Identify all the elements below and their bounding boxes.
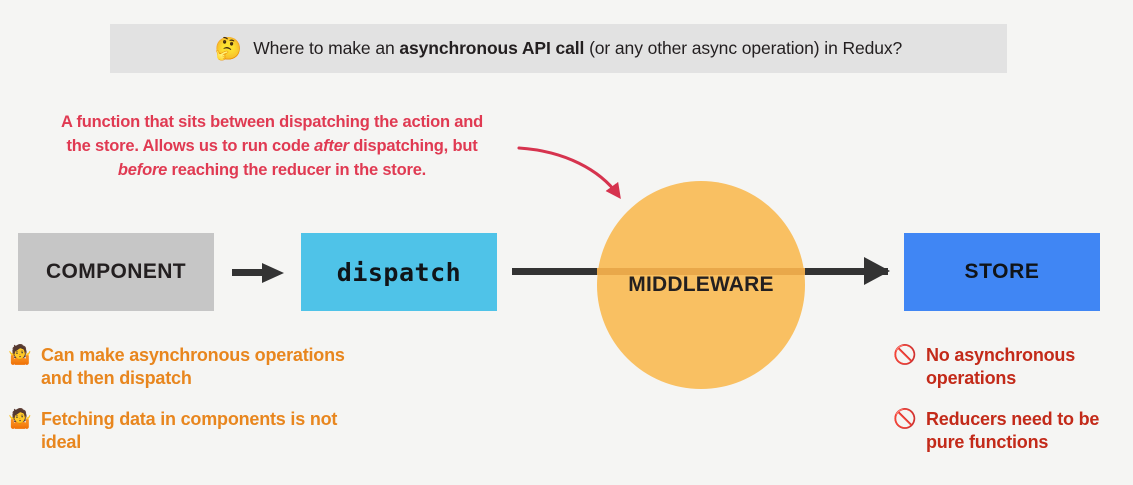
node-store-label: STORE [964,260,1040,283]
question-text-bold: asynchronous API call [399,38,585,58]
list-item: 🚫 No asynchronous operations [893,344,1133,390]
person-shrugging-icon: 🤷 [8,345,32,366]
list-item-label: No asynchronous operations [926,345,1076,388]
node-dispatch[interactable]: dispatch [301,233,497,311]
annotation-line2-b: dispatching, but [348,137,478,156]
list-item: 🤷 Can make asynchronous operations and t… [8,344,368,390]
bullets-left: 🤷 Can make asynchronous operations and t… [8,344,368,471]
bullets-right: 🚫 No asynchronous operations 🚫 Reducers … [893,344,1133,471]
arrow-component-to-dispatch-icon [232,263,284,283]
arrow-shaft [232,269,264,276]
flow-line-arrowhead-icon [864,257,890,285]
node-dispatch-label: dispatch [336,257,462,287]
node-component[interactable]: COMPONENT [18,233,214,311]
list-item: 🤷 Fetching data in components is not ide… [8,408,368,454]
thinking-face-icon: 🤔 [214,35,243,61]
prohibited-sign-icon: 🚫 [893,345,917,366]
annotation-line1: A function that sits between dispatching… [61,113,483,131]
annotation-curved-arrow-icon [517,146,621,200]
node-middleware-label: MIDDLEWARE [628,273,774,296]
flow-line-overlay [597,268,805,275]
question-text: Where to make an asynchronous API call (… [253,38,902,59]
question-text-part2: (or any other async operation) in Redux? [584,38,903,58]
node-store[interactable]: STORE [904,233,1100,311]
node-middleware[interactable]: MIDDLEWARE [597,181,805,389]
question-banner: 🤔 Where to make an asynchronous API call… [110,24,1007,73]
annotation-line2-a: the store. Allows us to run code [66,137,315,156]
prohibited-sign-icon: 🚫 [893,408,917,430]
annotation-line3-b: reaching the reducer in the store. [167,161,427,180]
list-item-label: Fetching data in components is not ideal [41,408,338,452]
list-item: 🚫 Reducers need to be pure functions [893,408,1133,454]
list-item-label: Reducers need to be pure functions [926,408,1100,452]
middleware-annotation: A function that sits between dispatching… [24,110,520,182]
person-shrugging-icon: 🤷 [8,408,32,430]
list-item-label: Can make asynchronous operations and the… [41,345,345,388]
arrow-head [262,263,284,283]
node-component-label: COMPONENT [45,260,187,283]
annotation-emphasis-after: after [314,137,349,156]
question-text-part1: Where to make an [253,38,400,58]
annotation-emphasis-before: before [117,161,168,180]
